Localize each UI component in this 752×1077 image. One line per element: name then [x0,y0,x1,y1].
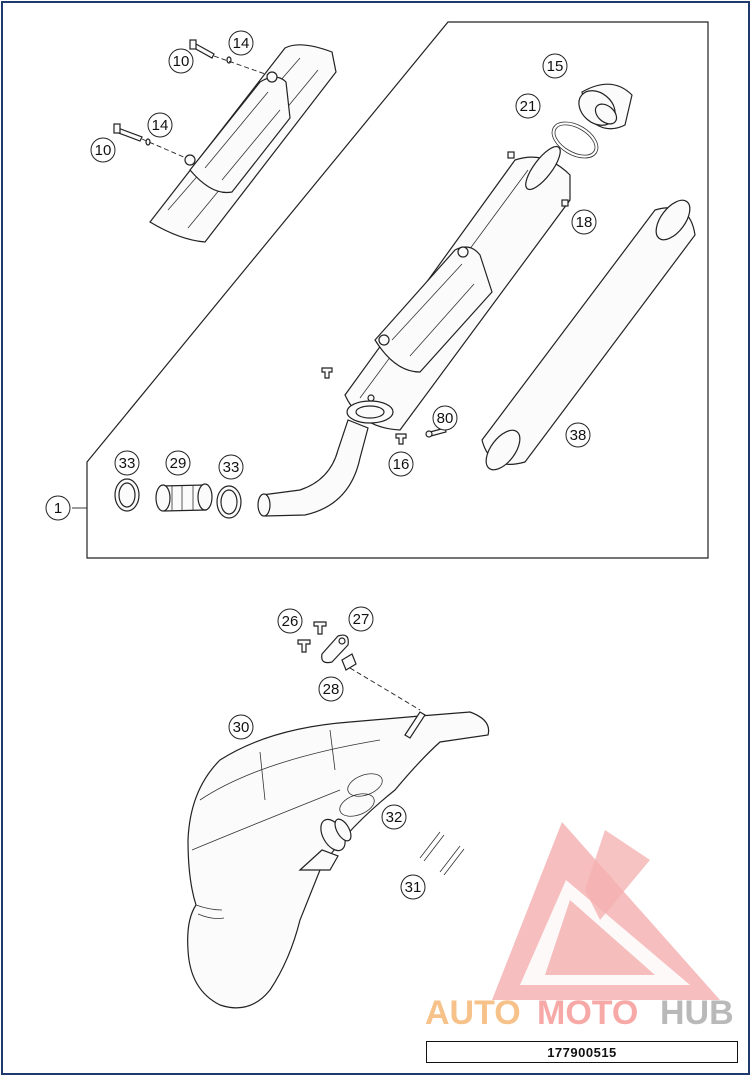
callout-32: 32 [381,804,407,830]
svg-text:10: 10 [95,142,112,159]
callout-33b: 33 [218,454,244,480]
callout-29: 29 [165,450,191,476]
callout-10b: 10 [90,137,116,163]
svg-text:14: 14 [233,35,250,52]
silencer-assembly-boundary [86,21,709,559]
callout-30: 30 [228,714,254,740]
springs-drawing [419,831,465,876]
svg-text:31: 31 [405,879,422,896]
callout-10a: 10 [168,48,194,74]
mount-hardware-drawing [297,621,357,671]
svg-text:38: 38 [570,427,587,444]
svg-text:14: 14 [152,117,169,134]
svg-text:27: 27 [353,611,370,628]
callout-16: 16 [388,451,414,477]
svg-text:15: 15 [547,58,564,75]
end-cap-drawing [551,83,633,159]
svg-text:32: 32 [386,809,403,826]
packing-tube-drawing [481,199,696,471]
callout-18: 18 [571,209,597,235]
watermark-moto: MOTO [537,994,638,1032]
callout-14b: 14 [147,112,173,138]
silencer-drawing [321,145,571,445]
callout-26: 26 [277,608,303,634]
svg-text:33: 33 [119,455,136,472]
svg-text:26: 26 [282,613,299,630]
gasket-sleeve-drawing [114,478,242,519]
callout-14a: 14 [228,30,254,56]
svg-text:21: 21 [520,98,537,115]
svg-text:29: 29 [170,455,187,472]
callout-1: 1 [45,495,71,521]
svg-text:30: 30 [233,719,250,736]
svg-text:28: 28 [323,681,340,698]
callout-80: 80 [432,405,458,431]
svg-text:16: 16 [393,456,410,473]
callout-28: 28 [318,676,344,702]
callout-21: 21 [515,93,541,119]
svg-text:80: 80 [437,410,454,427]
svg-text:33: 33 [223,459,240,476]
callout-33a: 33 [114,450,140,476]
callout-27: 27 [348,606,374,632]
bracket-detail-drawing [113,39,337,243]
watermark-logo [492,822,720,1000]
exhaust-gasket-drawing [339,773,383,817]
header-pipe-drawing [187,667,490,1009]
svg-text:18: 18 [576,214,593,231]
document-number: 177900515 [426,1041,738,1063]
callout-31: 31 [400,874,426,900]
connecting-pipe-drawing [257,419,369,517]
watermark-auto: AUTO [425,994,521,1032]
svg-text:10: 10 [173,53,190,70]
svg-text:1: 1 [54,500,62,517]
callout-38: 38 [565,422,591,448]
watermark-hub: HUB [660,994,734,1032]
callout-15: 15 [542,53,568,79]
